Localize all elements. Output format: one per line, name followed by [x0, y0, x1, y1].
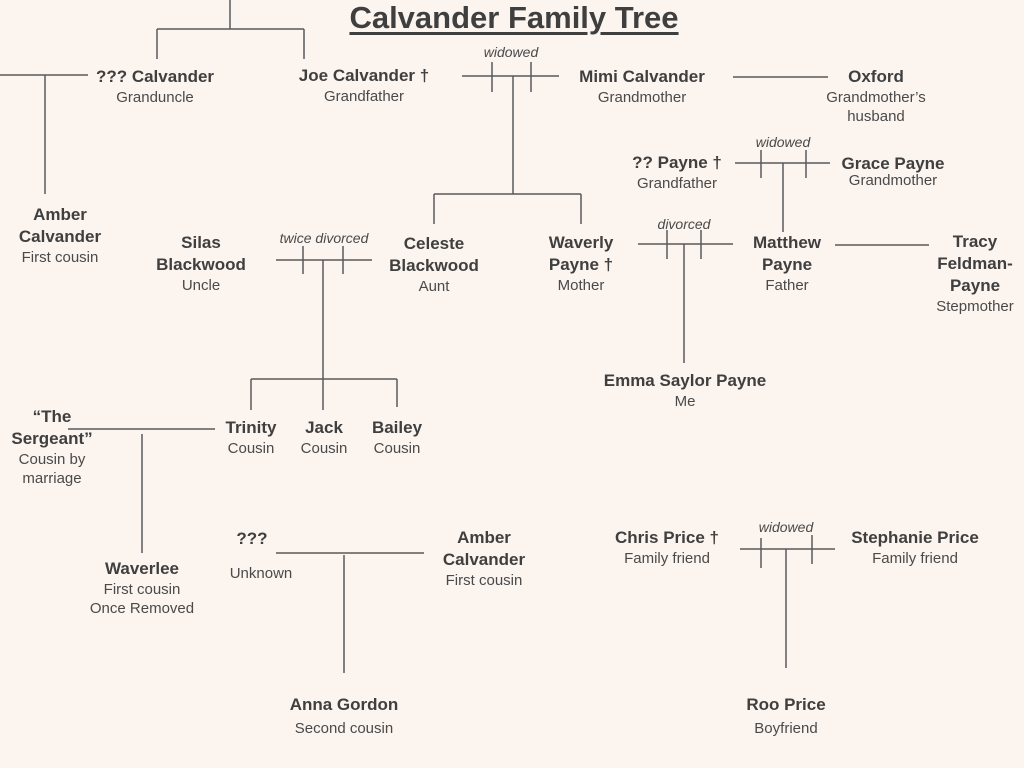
- person-role: Family friend: [624, 550, 710, 567]
- person-name: Waverlee: [104, 559, 180, 578]
- person-name: Calvander: [442, 550, 526, 569]
- person-role: Me: [674, 393, 696, 410]
- person-name: Chris Price †: [615, 528, 719, 547]
- person-payne-grandfather: ?? Payne † Grandfather: [632, 152, 722, 193]
- person-name: Bailey: [371, 418, 423, 437]
- person-role: Grandmother: [848, 172, 938, 189]
- person-role: husband: [847, 108, 905, 125]
- person-name: Feldman-: [937, 254, 1013, 273]
- person-name: Payne: [761, 255, 813, 274]
- person-name: Emma Saylor Payne: [603, 371, 767, 390]
- person-stephanie-price: Stephanie Price Family friend: [851, 527, 979, 568]
- person-role: Boyfriend: [754, 720, 818, 737]
- person-silas-blackwood: Silas Blackwood Uncle: [156, 232, 246, 295]
- person-role: Grandmother: [597, 89, 687, 106]
- person-name: Celeste: [403, 234, 465, 253]
- person-name: Stephanie Price: [851, 528, 979, 547]
- person-unknown: ??? Unknown: [212, 528, 293, 583]
- person-name: Grace Payne: [841, 154, 945, 173]
- person-waverlee: Waverlee First cousin Once Removed: [90, 558, 194, 618]
- person-role: Grandfather: [636, 175, 718, 192]
- person-roo-price: Roo Price Boyfriend: [746, 694, 825, 738]
- relationship-label-payne-grace: widowed: [755, 134, 811, 150]
- person-bailey: Bailey Cousin: [372, 417, 422, 458]
- person-grace-payne: Grace Payne Grandmother: [841, 153, 944, 190]
- relationship-label-waverly-matthew: divorced: [657, 216, 711, 232]
- person-role: Second cousin: [294, 720, 394, 737]
- person-name: Payne †: [548, 255, 614, 274]
- person-jack: Jack Cousin: [301, 417, 348, 458]
- person-tracy-feldman-payne: Tracy Feldman- Payne Stepmother: [936, 231, 1014, 316]
- person-role: First cousin: [21, 249, 99, 266]
- person-celeste-blackwood: Celeste Blackwood Aunt: [389, 233, 479, 296]
- person-role: Mother: [557, 277, 605, 294]
- person-name: ???: [236, 529, 268, 548]
- person-the-sergeant: “The Sergeant” Cousin by marriage: [11, 406, 92, 488]
- person-role: Grandmother’s: [826, 89, 926, 106]
- person-name: Blackwood: [156, 255, 246, 274]
- person-name: Silas: [181, 233, 221, 252]
- person-matthew-payne: Matthew Payne Father: [753, 232, 821, 295]
- person-mimi-calvander: Mimi Calvander Grandmother: [579, 66, 705, 107]
- person-name: Tracy: [952, 232, 998, 251]
- relationship-label-chris-stephanie: widowed: [758, 519, 814, 535]
- relationship-label-silas-celeste: twice divorced: [279, 230, 369, 246]
- person-name: Blackwood: [389, 256, 479, 275]
- person-role: Family friend: [872, 550, 958, 567]
- person-role: Father: [765, 277, 809, 294]
- person-role: Stepmother: [936, 298, 1014, 315]
- person-role: Cousin: [227, 440, 275, 457]
- person-name: ??? Calvander: [95, 67, 215, 86]
- person-role: Aunt: [418, 278, 450, 295]
- person-role: First cousin: [445, 572, 523, 589]
- page-title: Calvander Family Tree: [349, 0, 679, 35]
- relationship-label-joe-mimi: widowed: [483, 44, 539, 60]
- person-emma-saylor-payne: Emma Saylor Payne Me: [604, 370, 767, 411]
- person-chris-price: Chris Price † Family friend: [615, 527, 719, 568]
- person-name: Roo Price: [746, 695, 826, 714]
- person-role: Granduncle: [116, 89, 194, 106]
- person-amber-calvander-top: Amber Calvander First cousin: [19, 204, 101, 267]
- person-name: Matthew: [753, 233, 821, 252]
- person-name: Anna Gordon: [289, 695, 399, 714]
- person-oxford: Oxford Grandmother’s husband: [826, 66, 926, 126]
- person-name: Calvander: [18, 227, 102, 246]
- person-role: Cousin: [300, 440, 348, 457]
- person-name: Mimi Calvander: [579, 67, 705, 86]
- person-role: Cousin: [373, 440, 421, 457]
- person-role: marriage: [22, 470, 82, 487]
- person-name: “The: [32, 407, 72, 426]
- person-role: Unknown: [229, 565, 293, 582]
- person-role: Cousin by: [18, 451, 86, 468]
- person-name: Waverly: [548, 233, 614, 252]
- person-joe-calvander: Joe Calvander † Grandfather: [299, 65, 429, 106]
- person-granduncle: ??? Calvander Granduncle: [96, 66, 214, 107]
- person-name: ?? Payne †: [632, 153, 722, 172]
- person-waverly-payne: Waverly Payne † Mother: [549, 232, 614, 295]
- person-amber-calvander-bottom: Amber Calvander First cousin: [443, 527, 525, 590]
- person-name: Jack: [305, 418, 343, 437]
- person-role: Uncle: [181, 277, 221, 294]
- person-name: Amber: [457, 528, 511, 547]
- person-name: Joe Calvander †: [298, 66, 430, 85]
- person-name: Amber: [33, 205, 87, 224]
- person-name: Sergeant”: [11, 429, 93, 448]
- person-name: Payne: [949, 276, 1001, 295]
- person-anna-gordon: Anna Gordon Second cousin: [290, 694, 399, 738]
- person-trinity: Trinity Cousin: [225, 417, 276, 458]
- person-role: Grandfather: [323, 88, 405, 105]
- person-name: Oxford: [848, 67, 904, 86]
- person-role: Once Removed: [89, 600, 195, 617]
- person-role: First cousin: [103, 581, 181, 598]
- person-name: Trinity: [225, 418, 277, 437]
